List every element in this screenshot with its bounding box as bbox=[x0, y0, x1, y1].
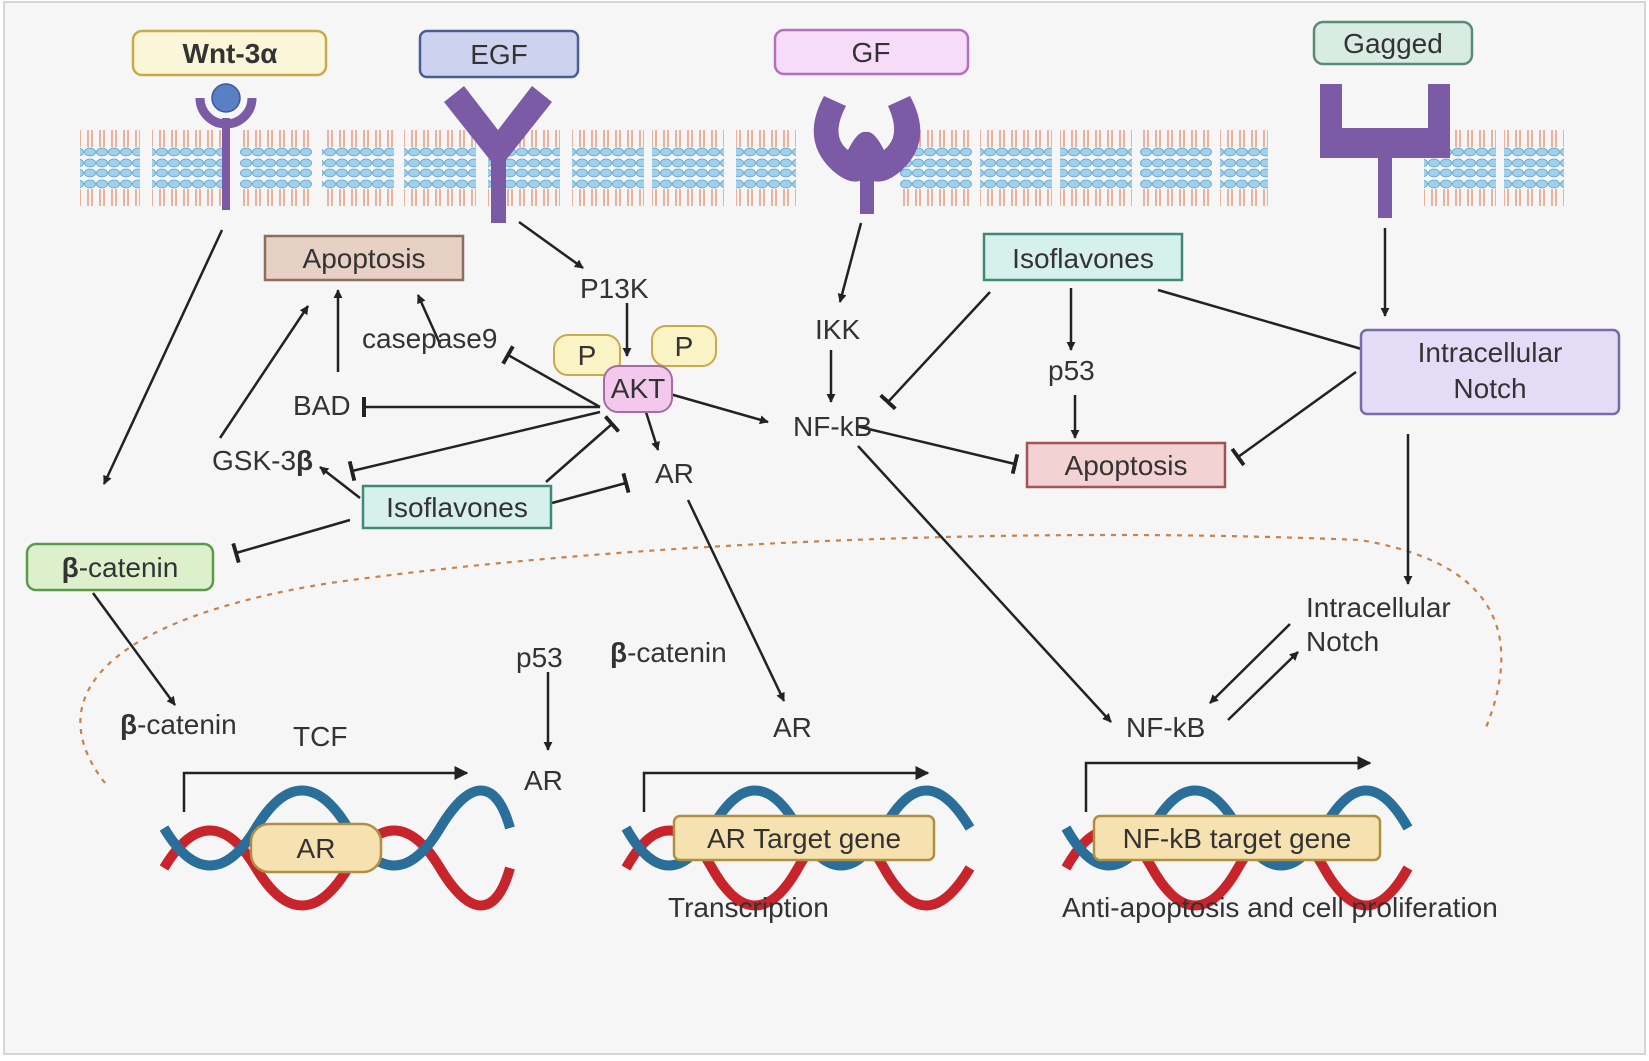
apoptosis-box-right: Apoptosis bbox=[1025, 441, 1227, 489]
beta-catenin-nucleus-label: β-catenin bbox=[120, 709, 237, 740]
wnt-label: Wnt-3α bbox=[183, 38, 278, 69]
casepase9-label: casepase9 bbox=[362, 323, 497, 354]
egf-ligand: EGF bbox=[418, 29, 580, 79]
isoflavones-box-left: Isoflavones bbox=[361, 484, 553, 530]
svg-text:AKT: AKT bbox=[611, 373, 665, 404]
wnt-ligand: Wnt-3α bbox=[131, 29, 328, 77]
ar-nucleus-center-label: AR bbox=[524, 765, 563, 796]
anti-apoptosis-caption: Anti-apoptosis and cell proliferation bbox=[1062, 892, 1498, 923]
nfkb-cytoplasm-label: NF-kB bbox=[793, 411, 872, 442]
apoptosis-box-left: Apoptosis bbox=[263, 234, 465, 282]
inhibition-arrows bbox=[231, 288, 1370, 564]
nfkb-nucleus-label: NF-kB bbox=[1126, 712, 1205, 743]
svg-text:β-catenin: β-catenin bbox=[62, 552, 179, 583]
transcription-start-arrows bbox=[182, 756, 1372, 812]
svg-text:Isoflavones: Isoflavones bbox=[386, 492, 528, 523]
svg-text:Apoptosis: Apoptosis bbox=[1065, 450, 1188, 481]
nuclear-envelope bbox=[79, 533, 1503, 784]
notch-receptor-icon bbox=[1320, 84, 1450, 218]
gf-ligand: GF bbox=[773, 28, 970, 76]
akt-node: AKT bbox=[603, 365, 673, 413]
pi3k-label: P13K bbox=[580, 273, 649, 304]
tcf-label: TCF bbox=[293, 721, 347, 752]
ar-target-gene-box: AR Target gene bbox=[672, 814, 936, 862]
gagged-label: Gagged bbox=[1343, 28, 1443, 59]
svg-text:NF-kB target gene: NF-kB target gene bbox=[1123, 823, 1352, 854]
egf-receptor-icon bbox=[444, 86, 552, 223]
svg-text:AR: AR bbox=[297, 833, 336, 864]
gagged-ligand: Gagged bbox=[1312, 20, 1474, 66]
apoptosis-left-label: Apoptosis bbox=[303, 243, 426, 274]
p53-nucleus-label: p53 bbox=[516, 642, 563, 673]
nfkb-target-gene-box: NF-kB target gene bbox=[1092, 814, 1382, 862]
egf-label: EGF bbox=[470, 39, 528, 70]
wnt-receptor-icon bbox=[195, 83, 257, 210]
intracellular-notch-box: Intracellular Notch bbox=[1359, 328, 1621, 416]
phospho-left: P bbox=[553, 334, 621, 376]
beta-catenin-box: β-catenin bbox=[25, 542, 215, 592]
ar-nucleus-right-label: AR bbox=[773, 712, 812, 743]
gf-receptor-icon bbox=[813, 96, 921, 214]
p53-cytoplasm-label: p53 bbox=[1048, 355, 1095, 386]
intracellular-notch-nucleus-line1: Intracellular bbox=[1306, 592, 1451, 623]
gsk3b-label: GSK-3β bbox=[212, 445, 313, 476]
transcription-caption: Transcription bbox=[668, 892, 829, 923]
beta-catenin-nucleus-label-2: β-catenin bbox=[610, 637, 727, 668]
bad-label: BAD bbox=[293, 390, 351, 421]
ar-gene-box: AR bbox=[249, 822, 383, 874]
activation-arrows bbox=[91, 220, 1413, 751]
gf-label: GF bbox=[852, 37, 891, 68]
svg-text:Intracellular: Intracellular bbox=[1418, 337, 1563, 368]
svg-text:P: P bbox=[578, 340, 597, 371]
intracellular-notch-nucleus-line2: Notch bbox=[1306, 626, 1379, 657]
phospho-right: P bbox=[651, 325, 717, 367]
svg-text:AR Target gene: AR Target gene bbox=[707, 823, 901, 854]
ikk-label: IKK bbox=[815, 314, 860, 345]
ar-cytoplasm-label: AR bbox=[655, 458, 694, 489]
svg-text:Isoflavones: Isoflavones bbox=[1012, 243, 1154, 274]
svg-text:P: P bbox=[675, 331, 694, 362]
isoflavones-box-right: Isoflavones bbox=[982, 232, 1184, 282]
svg-text:Notch: Notch bbox=[1453, 373, 1526, 404]
